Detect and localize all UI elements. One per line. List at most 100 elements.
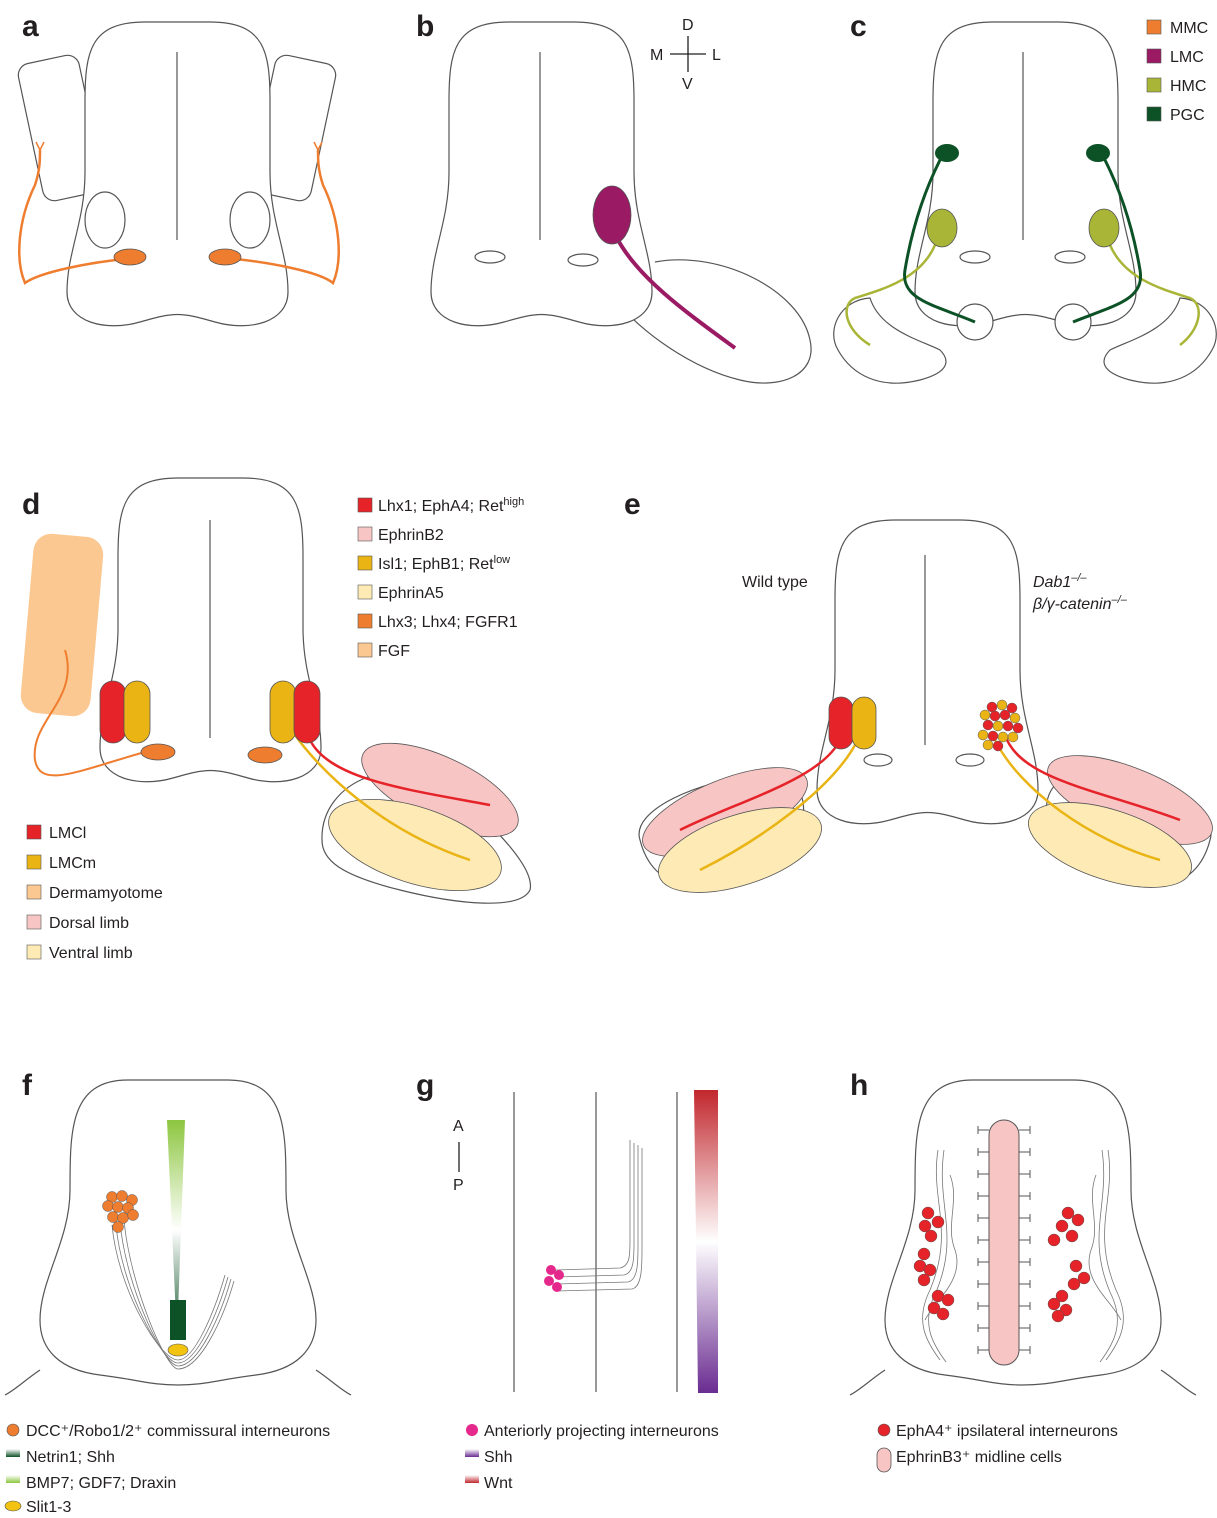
lmcl-cell [1000, 710, 1010, 720]
dorsal-root-ganglion-right [230, 192, 270, 248]
panel-d: d Lhx1; EphA4; Rethigh EphrinB2 Isl1; Ep… [19, 478, 531, 962]
ipsilateral-interneuron [1052, 1310, 1064, 1322]
panel-label-g: g [416, 1069, 434, 1102]
legend-swatch-lmcm [27, 855, 41, 869]
spinal-cord-outline [817, 520, 1038, 824]
legend-label-mmc: MMC [1170, 20, 1208, 37]
outline-right-tail [1161, 1370, 1196, 1395]
lmcl-cell [988, 731, 998, 741]
ipsilateral-interneuron [1056, 1220, 1068, 1232]
lmcm-cell [993, 721, 1003, 731]
legend-sup-isl1: low [494, 554, 511, 566]
slit-floor-plate [168, 1344, 188, 1356]
netrin-floor-plate [170, 1300, 186, 1340]
legend-swatch-epha4 [878, 1424, 890, 1436]
legend-label-ephrina5: EphrinA5 [378, 585, 444, 602]
panel-c: c MMC LMC HMC PGC [834, 10, 1217, 383]
axis-indicator: D V M L [650, 17, 721, 93]
commissural-cell [117, 1191, 128, 1202]
ipsilateral-interneuron [918, 1248, 930, 1260]
lmcl-cell-left [100, 681, 126, 743]
ipsilateral-interneuron [922, 1207, 934, 1219]
axis-posterior: P [453, 1177, 464, 1194]
legend-label-lhx1: Lhx1; EphA4; Ret [378, 498, 504, 515]
legend-swatch-bmp [6, 1475, 20, 1483]
motor-column-left [960, 251, 990, 263]
motor-column-right [568, 254, 598, 266]
legend-c: MMC LMC HMC PGC [1147, 20, 1208, 124]
legend-d-bottom: LMCl LMCm Dermamyotome Dorsal limb Ventr… [27, 825, 163, 962]
legend-label-dermamyotome: Dermamyotome [49, 885, 163, 902]
panel-label-h: h [850, 1069, 868, 1102]
hmc-cell-right [1089, 209, 1119, 247]
lmcl-cell-left [829, 697, 853, 749]
lmcl-cell [990, 711, 1000, 721]
legend-sup-lhx1: high [503, 496, 524, 508]
legend-swatch-shh [465, 1449, 479, 1457]
lmcm-cell [998, 732, 1008, 742]
axis-ventral: V [682, 76, 693, 93]
ipsilateral-interneuron [918, 1274, 930, 1286]
legend-label-ephrinb2: EphrinB2 [378, 527, 444, 544]
legend-label-dorsal-limb: Dorsal limb [49, 915, 129, 932]
anterior-interneuron-cluster [544, 1265, 564, 1292]
legend-swatch-slit [5, 1501, 21, 1511]
svg-text:Isl1; EphB1; Retlow: Isl1; EphB1; Retlow [378, 554, 510, 573]
mutant-title-line1: Dab1–/– [1033, 572, 1087, 591]
legend-swatch-lhx3 [358, 614, 372, 628]
axis-medial: M [650, 47, 663, 64]
ipsilateral-interneuron [925, 1230, 937, 1242]
ipsilateral-interneuron [937, 1308, 949, 1320]
axis-dorsal: D [682, 17, 694, 34]
dorsal-root-ganglion-left [85, 192, 125, 248]
legend-label-lhx3: Lhx3; Lhx4; FGFR1 [378, 614, 518, 631]
ipsilateral-interneuron [1070, 1260, 1082, 1272]
ascending-axons [556, 1140, 642, 1291]
panel-b: b D V M L [416, 10, 811, 383]
lmcm-cell-left [124, 681, 150, 743]
motor-column-right [956, 754, 984, 766]
legend-label-anterior: Anteriorly projecting interneurons [484, 1423, 719, 1440]
ipsilateral-interneuron [1072, 1214, 1084, 1226]
ipsilateral-interneuron [932, 1216, 944, 1228]
svg-text:Lhx1; EphA4; Rethigh: Lhx1; EphA4; Rethigh [378, 496, 524, 515]
panel-label-d: d [22, 488, 40, 521]
spinal-cord-outline [431, 22, 652, 326]
lmc-cell [593, 186, 631, 244]
outline-left-tail [5, 1370, 40, 1395]
legend-label-bmp: BMP7; GDF7; Draxin [26, 1475, 176, 1492]
legend-label-wnt: Wnt [484, 1475, 513, 1492]
ascending-axon [556, 1145, 638, 1284]
legend-swatch-mmc [1147, 20, 1161, 34]
panel-label-a: a [22, 10, 39, 43]
legend-swatch-lmcl [27, 825, 41, 839]
spinal-cord-outline [915, 22, 1136, 326]
legend-swatch-ventral-limb [27, 945, 41, 959]
legend-swatch-isl1 [358, 556, 372, 570]
axis-anterior: A [453, 1118, 464, 1135]
commissural-cell [128, 1210, 139, 1221]
legend-f: DCC⁺/Robo1/2⁺ commissural interneurons N… [5, 1423, 330, 1516]
mutant-title-line2: β/γ-catenin–/– [1032, 594, 1128, 613]
legend-label-slit: Slit1-3 [26, 1499, 71, 1516]
lmcm-cell-left [852, 697, 876, 749]
legend-label-lmcl: LMCl [49, 825, 86, 842]
anterior-interneuron [544, 1276, 554, 1286]
ipsilateral-interneuron [1048, 1298, 1060, 1310]
ipsilateral-interneuron [1066, 1230, 1078, 1242]
wild-type-title: Wild type [742, 574, 808, 591]
panel-label-b: b [416, 10, 434, 43]
legend-swatch-anterior [466, 1424, 478, 1436]
mmc-cell-left [114, 249, 146, 265]
commissural-cell [113, 1222, 124, 1233]
panel-a: a [16, 10, 339, 326]
ipsilateral-interneuron [942, 1294, 954, 1306]
commissural-cell [113, 1202, 124, 1213]
legend-swatch-ephrinb3 [877, 1448, 891, 1472]
legend-swatch-lmc [1147, 49, 1161, 63]
legend-label-ephrinb3: EphrinB3⁺ midline cells [896, 1449, 1062, 1466]
anterior-interneuron [554, 1270, 564, 1280]
panel-e: e [624, 488, 1217, 910]
legend-swatch-dermamyotome [27, 885, 41, 899]
pgc-cell-right [1086, 144, 1110, 162]
